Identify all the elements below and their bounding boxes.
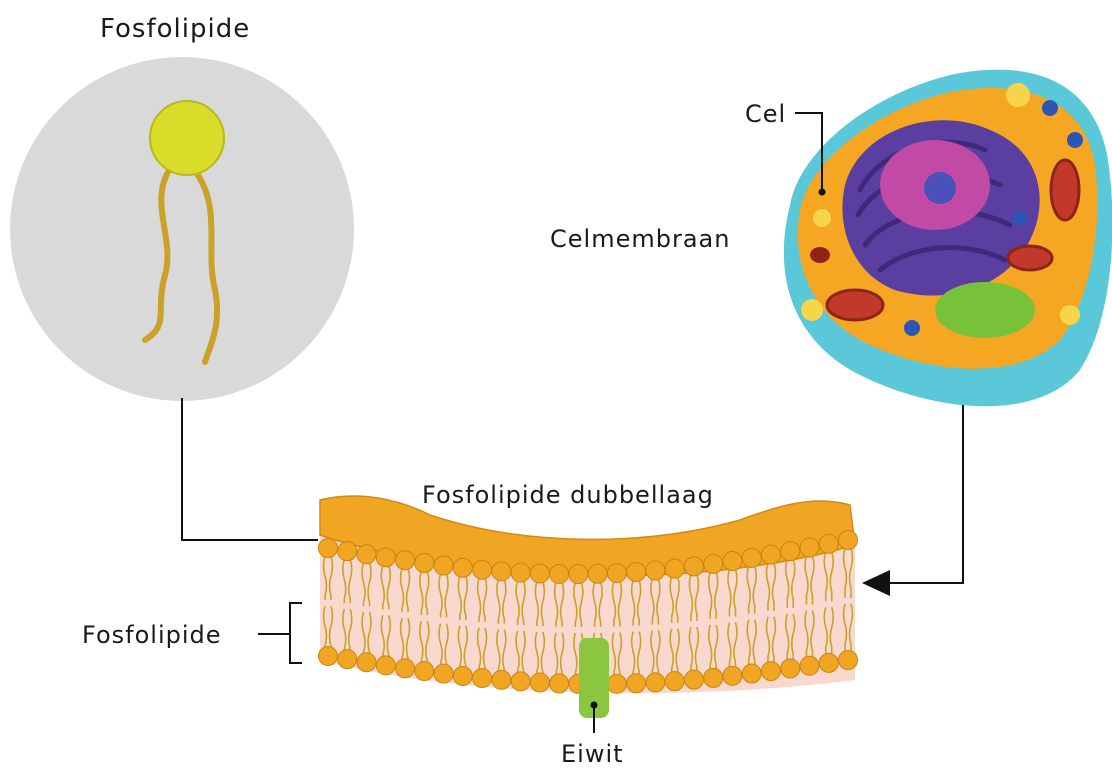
arrowhead-to-bilayer bbox=[862, 570, 890, 596]
bilayer-head-bottom bbox=[338, 650, 357, 669]
bilayer-head-bottom bbox=[723, 666, 742, 685]
vesicle-1 bbox=[1006, 83, 1030, 107]
bilayer-head-top bbox=[376, 548, 395, 567]
bilayer-head-top bbox=[819, 534, 838, 553]
bilayer-head-top bbox=[569, 565, 588, 584]
bilayer-head-top bbox=[665, 559, 684, 578]
lysosome-4 bbox=[904, 320, 920, 336]
bilayer-head-bottom bbox=[627, 674, 646, 693]
mitochondrion-3 bbox=[1008, 246, 1052, 270]
phospholipid-bracket-label: Fosfolipide bbox=[82, 621, 222, 649]
connector-phospholipid-to-bilayer bbox=[182, 398, 318, 540]
bilayer-head-top bbox=[357, 545, 376, 564]
bilayer-head-top bbox=[415, 554, 434, 573]
cell-membrane-label: Celmembraan bbox=[550, 225, 730, 253]
bilayer-head-top bbox=[550, 564, 569, 583]
connector-cell-to-bilayer bbox=[885, 405, 963, 583]
vesicle-4 bbox=[813, 209, 831, 227]
protein-label: Eiwit bbox=[561, 740, 624, 768]
bilayer-head-bottom bbox=[473, 669, 492, 688]
bilayer-head-top bbox=[319, 539, 338, 558]
bilayer-head-top bbox=[607, 564, 626, 583]
bilayer-head-top bbox=[492, 562, 511, 581]
bilayer-head-bottom bbox=[396, 659, 415, 678]
lysosome-1 bbox=[1042, 100, 1058, 116]
bilayer-head-bottom bbox=[646, 673, 665, 692]
bilayer-head-bottom bbox=[742, 664, 761, 683]
cell-illustration bbox=[784, 70, 1112, 407]
bilayer-head-top bbox=[761, 545, 780, 564]
phospholipid-illustration bbox=[10, 57, 354, 401]
chloroplast bbox=[935, 282, 1035, 338]
bilayer-head-top bbox=[742, 548, 761, 567]
bilayer-head-bottom bbox=[415, 662, 434, 681]
bilayer-head-bottom bbox=[839, 651, 858, 670]
bilayer-head-bottom bbox=[819, 653, 838, 672]
mitochondrion-1 bbox=[827, 290, 883, 320]
nucleolus bbox=[924, 172, 956, 204]
bilayer-head-top bbox=[627, 562, 646, 581]
bilayer-head-bottom bbox=[357, 653, 376, 672]
bilayer-head-bottom bbox=[550, 674, 569, 693]
vesicle-2 bbox=[801, 299, 823, 321]
bilayer-head-bottom bbox=[492, 670, 511, 689]
bilayer-head-top bbox=[511, 563, 530, 582]
lysosome-3 bbox=[1013, 211, 1027, 225]
bilayer-head-bottom bbox=[684, 670, 703, 689]
bilayer-head-bottom bbox=[800, 656, 819, 675]
bilayer-head-top bbox=[646, 561, 665, 580]
lysosome-2 bbox=[1067, 132, 1083, 148]
bilayer-head-top bbox=[839, 531, 858, 550]
bilayer-head-bottom bbox=[607, 674, 626, 693]
mitochondrion-2 bbox=[1051, 160, 1079, 220]
bilayer-head-top bbox=[396, 551, 415, 570]
bilayer-illustration bbox=[319, 496, 858, 718]
bilayer-head-bottom bbox=[530, 673, 549, 692]
bilayer-head-bottom bbox=[665, 672, 684, 691]
bilayer-head-bottom bbox=[704, 668, 723, 687]
cell-label: Cel bbox=[745, 100, 786, 128]
bilayer-head-top bbox=[704, 554, 723, 573]
phospholipid-head bbox=[150, 101, 224, 175]
bilayer-head-top bbox=[453, 558, 472, 577]
bilayer-head-bottom bbox=[434, 664, 453, 683]
bilayer-head-top bbox=[684, 557, 703, 576]
bilayer-head-top bbox=[473, 560, 492, 579]
bilayer-head-bottom bbox=[376, 656, 395, 675]
bilayer-head-top bbox=[530, 564, 549, 583]
bilayer-head-bottom bbox=[319, 647, 338, 666]
vesicle-3 bbox=[1060, 305, 1080, 325]
bilayer-head-bottom bbox=[761, 662, 780, 681]
vacuole bbox=[810, 247, 830, 263]
phospholipid-title: Fosfolipide bbox=[100, 14, 250, 44]
bilayer-head-bottom bbox=[453, 666, 472, 685]
bilayer-label: Fosfolipide dubbellaag bbox=[422, 481, 714, 509]
bilayer-head-top bbox=[781, 542, 800, 561]
protein-label-dot bbox=[591, 702, 598, 709]
bilayer-head-top bbox=[800, 538, 819, 557]
phospholipid-bracket bbox=[258, 603, 302, 663]
cell-label-dot bbox=[819, 189, 826, 196]
bilayer-head-top bbox=[434, 556, 453, 575]
bilayer-head-bottom bbox=[781, 659, 800, 678]
bilayer-head-bottom bbox=[511, 672, 530, 691]
bilayer-head-top bbox=[588, 564, 607, 583]
bilayer-head-top bbox=[723, 552, 742, 571]
bilayer-head-top bbox=[338, 542, 357, 561]
